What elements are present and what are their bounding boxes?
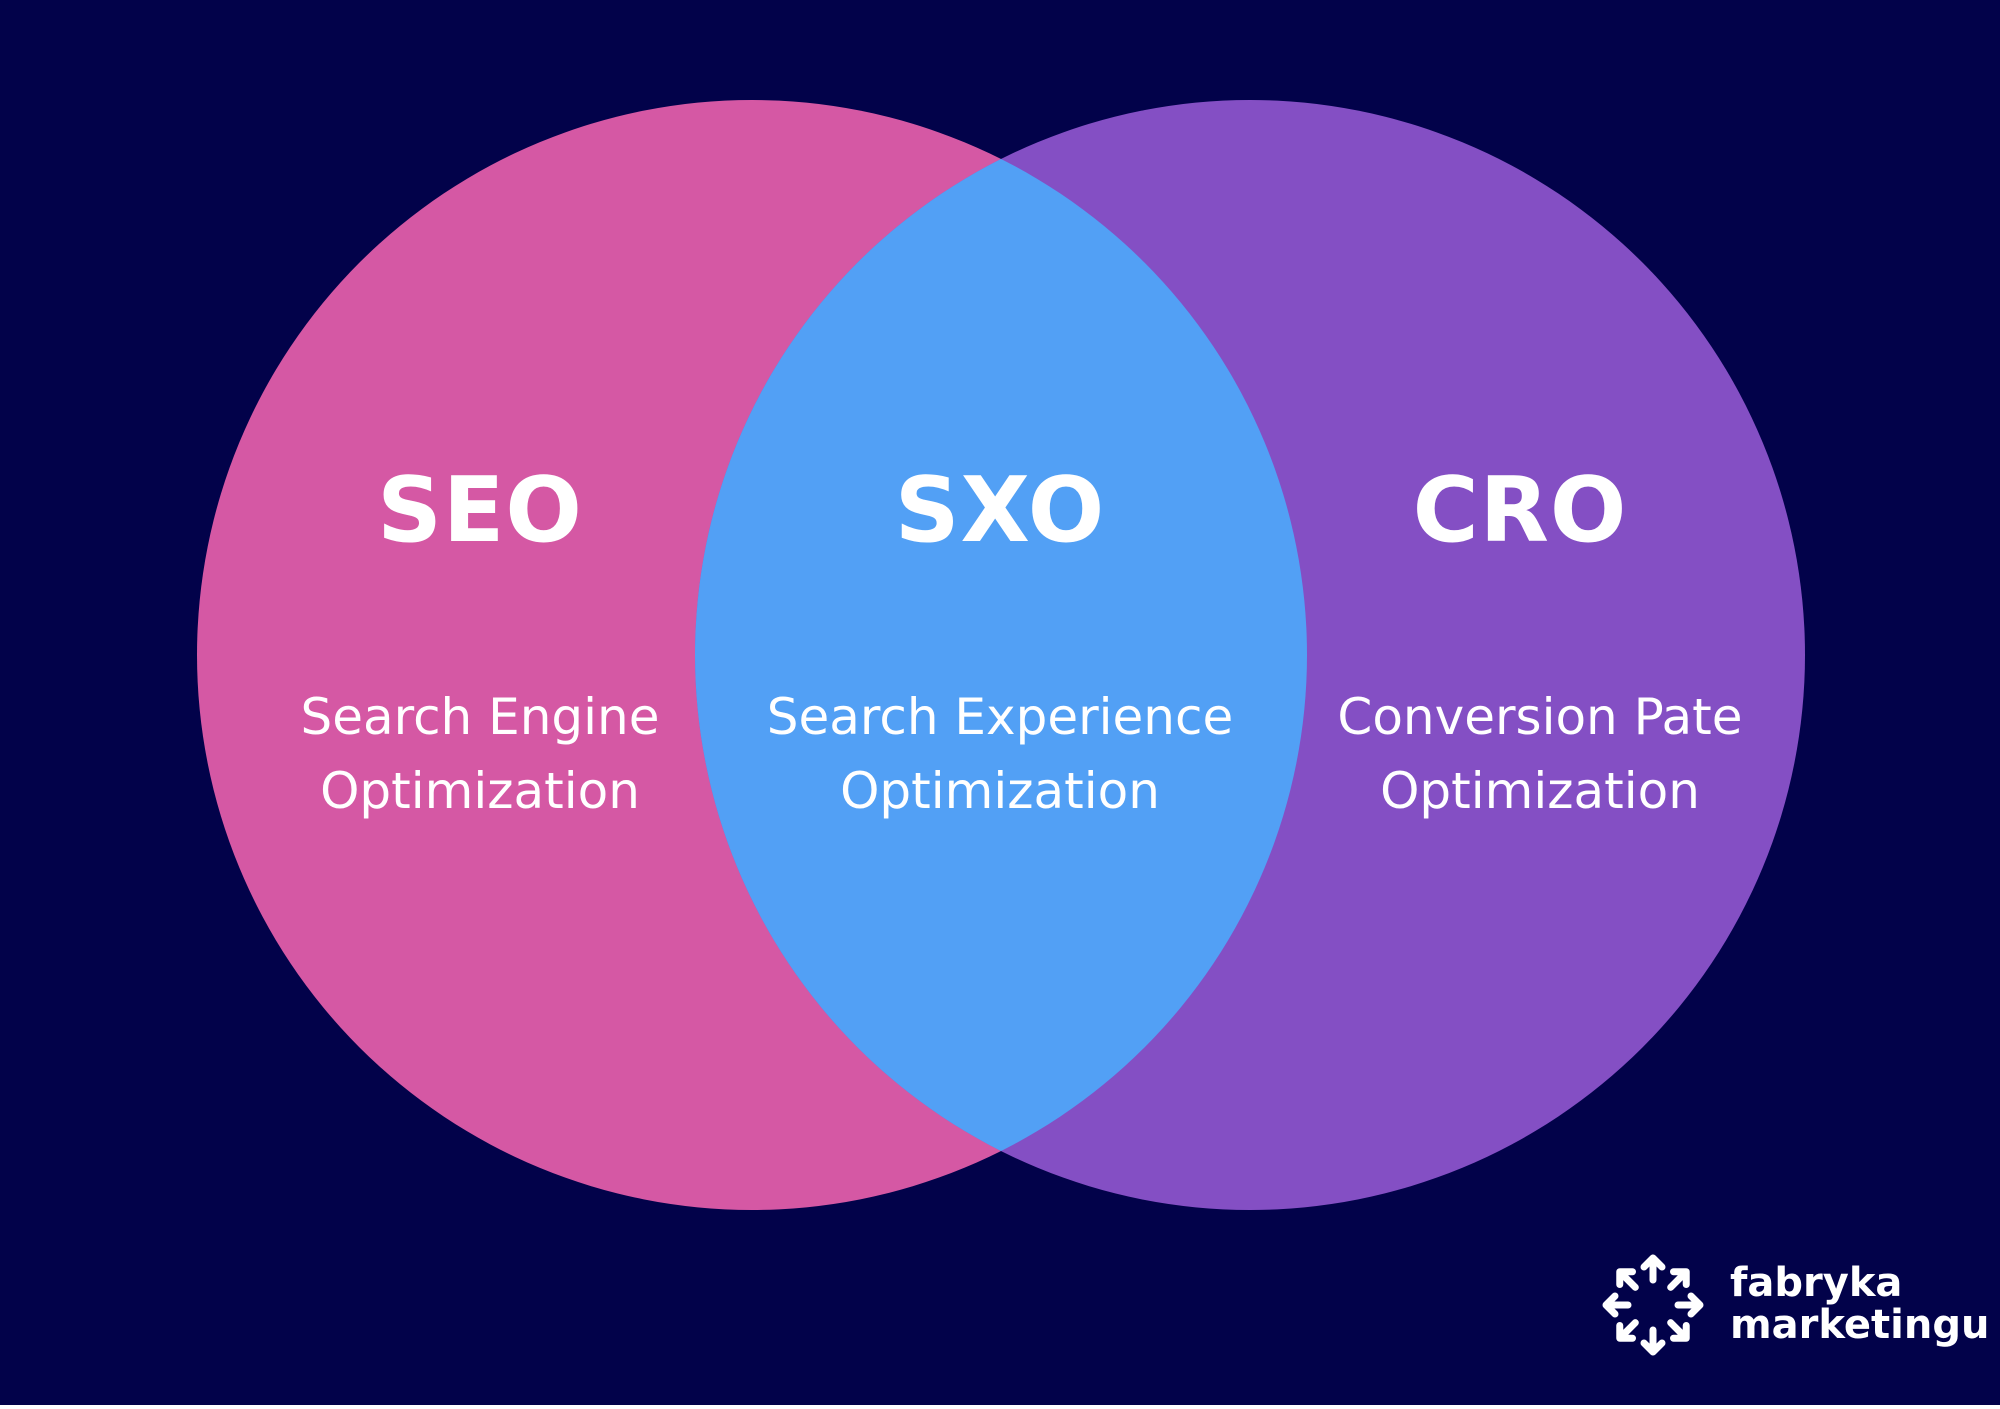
cro-subtitle-line2: Optimization <box>1380 762 1700 820</box>
brand-name-line2: marketingu <box>1730 1302 1990 1348</box>
sxo-subtitle: Search Experience Optimization <box>715 680 1285 828</box>
brand-name-line1: fabryka <box>1730 1260 1903 1306</box>
sxo-title: SXO <box>894 458 1106 563</box>
seo-subtitle-line2: Optimization <box>320 762 640 820</box>
seo-subtitle-line1: Search Engine <box>300 688 660 746</box>
cro-subtitle-line1: Conversion Pate <box>1337 688 1743 746</box>
seo-title: SEO <box>377 458 583 563</box>
sxo-intersection <box>695 100 1307 1210</box>
cro-title: CRO <box>1412 458 1628 563</box>
brand-name: fabryka marketingu <box>1730 1262 1989 1346</box>
seo-subtitle: Search Engine Optimization <box>240 680 720 828</box>
cro-subtitle: Conversion Pate Optimization <box>1290 680 1790 828</box>
brand-logo: fabryka marketingu <box>1598 1250 1989 1360</box>
sxo-subtitle-line2: Optimization <box>840 762 1160 820</box>
sxo-subtitle-line1: Search Experience <box>766 688 1234 746</box>
arrows-circle-icon <box>1602 1254 1704 1356</box>
